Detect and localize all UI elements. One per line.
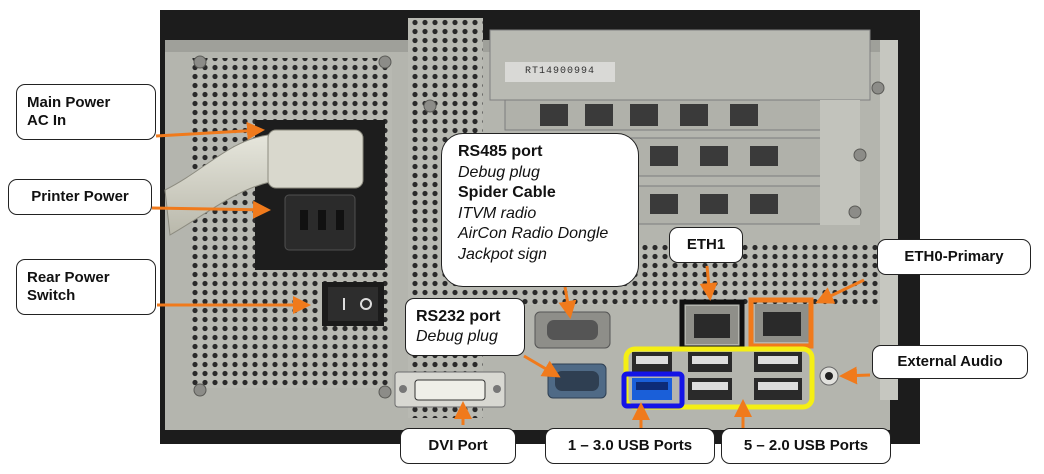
rs485-line-1: RS485 port [458, 143, 543, 160]
label-rs232: RS232 port Debug plug [405, 298, 525, 356]
label-eth0: ETH0-Primary [877, 239, 1031, 275]
main-power-plug [267, 129, 364, 189]
label-main-power-line1: Main Power [27, 94, 111, 111]
label-printer-power: Printer Power [8, 179, 152, 215]
arrows [151, 121, 871, 428]
label-usb20: 5 – 2.0 USB Ports [721, 428, 891, 464]
rs485-line-3: Spider Cable [458, 184, 556, 201]
label-rear-power-line2: Switch [27, 287, 76, 304]
arrow-printer-power [151, 200, 271, 219]
arrow-rs232 [523, 354, 561, 378]
usb-ports [632, 352, 802, 400]
rs485-line-4: ITVM radio [458, 204, 537, 222]
rs485-line-2: Debug plug [458, 163, 540, 181]
arrow-eth1 [699, 265, 718, 301]
label-main-power-line2: AC In [27, 112, 67, 129]
expansion-slots [489, 29, 871, 225]
label-rs485: RS485 port Debug plug Spider Cable ITVM … [441, 133, 639, 287]
usb30-highlight-box [621, 371, 685, 409]
label-main-power: Main Power AC In [16, 84, 156, 140]
arrow-audio [839, 366, 871, 385]
arrow-main-power [155, 121, 265, 140]
label-external-audio: External Audio [872, 345, 1028, 379]
serial-sticker: RT14900994 [505, 62, 615, 82]
label-rear-power-switch: Rear Power Switch [16, 259, 156, 315]
label-dvi-port: DVI Port [400, 428, 516, 464]
label-eth1: ETH1 [669, 227, 743, 263]
rs232-title: RS232 port [416, 308, 501, 325]
rs485-line-5: AirCon Radio Dongle [458, 225, 609, 242]
eth0-highlight-box [748, 297, 814, 349]
arrow-rs485 [558, 286, 577, 319]
label-rear-power-line1: Rear Power [27, 269, 110, 286]
arrow-eth0 [815, 278, 865, 304]
label-usb30: 1 – 3.0 USB Ports [545, 428, 715, 464]
screws [193, 55, 885, 399]
rs485-line-6: Jackpot sign [458, 245, 547, 263]
rs232-sub: Debug plug [416, 328, 498, 345]
